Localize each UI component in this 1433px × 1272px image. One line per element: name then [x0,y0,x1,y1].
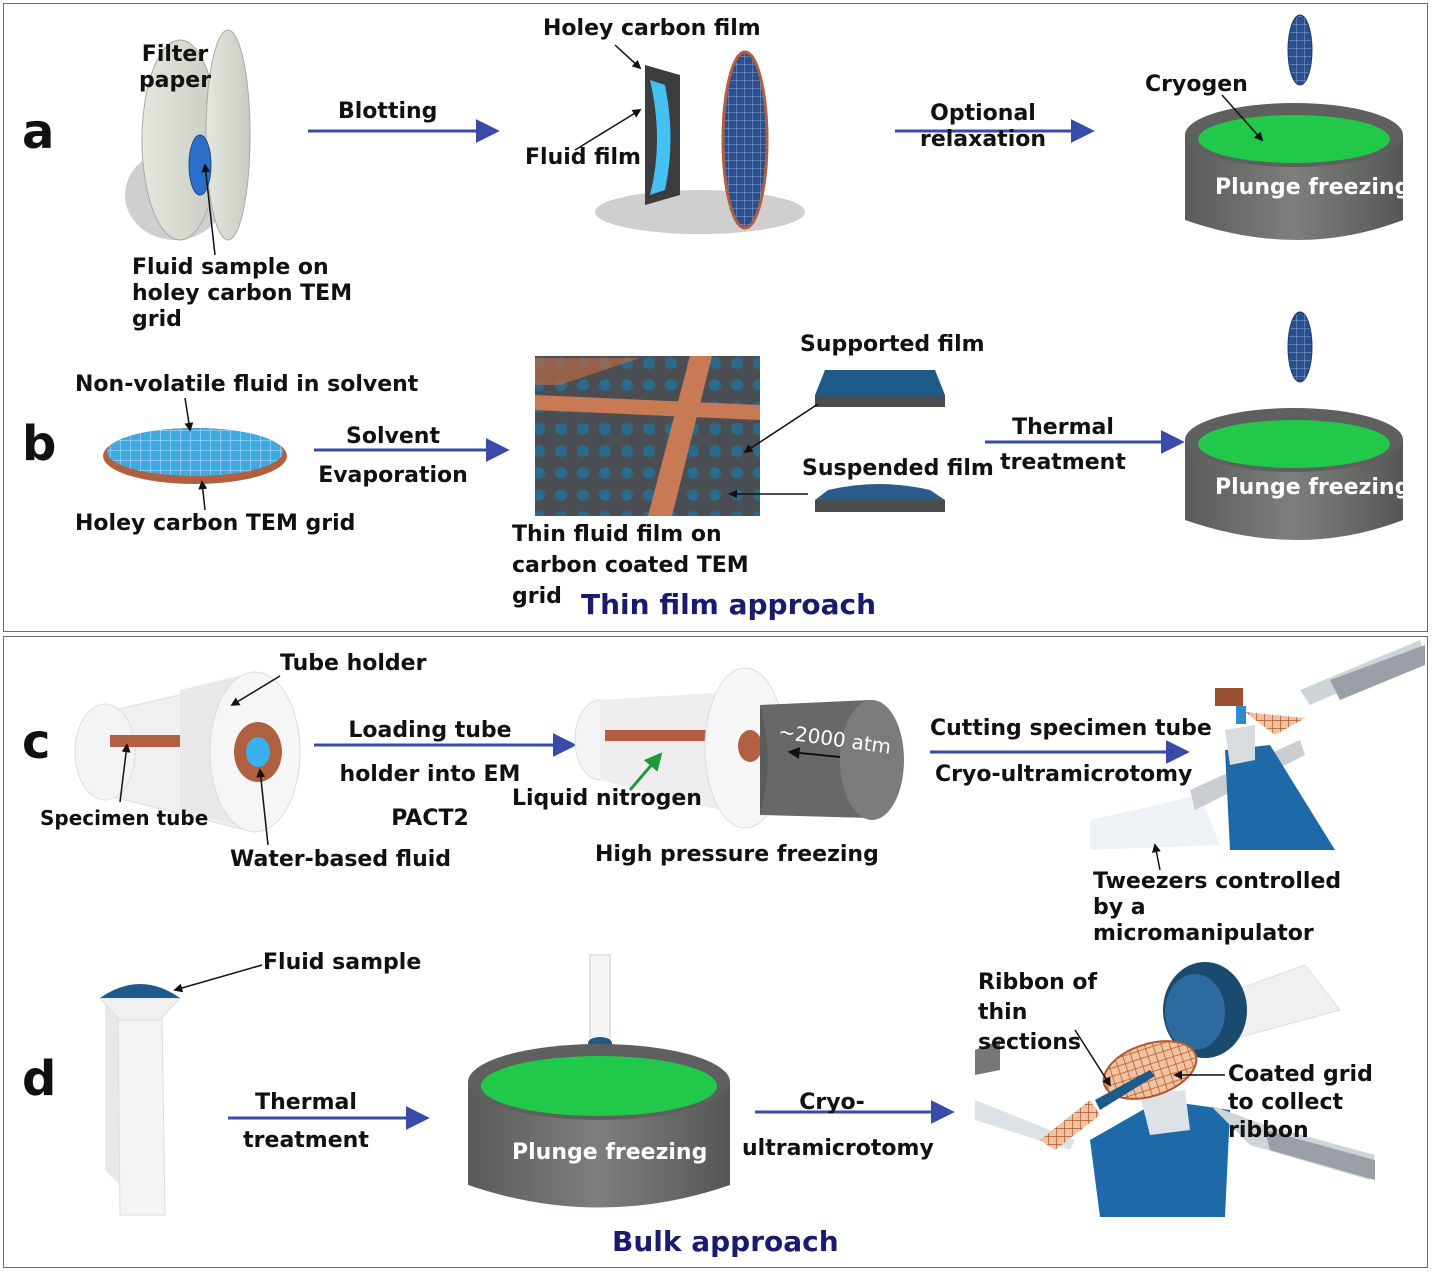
non-volatile-label: Non-volatile fluid in solvent [75,372,419,397]
thin-film-title: Thin film approach [581,588,877,621]
plunge-pot-b [1185,311,1403,540]
water-based-fluid-label: Water-based fluid [230,847,452,872]
bulk-title: Bulk approach [612,1225,839,1258]
thermal-label-d: Thermal treatment [243,1090,369,1153]
fluid-sample-label: Fluid sample on holey carbon TEM grid [132,255,353,332]
plunge-freezing-a: Plunge freezing [1215,175,1411,200]
plunge-pot-a [1185,14,1403,240]
fluid-film-label: Fluid film [525,145,641,170]
high-pressure-assembly [574,667,904,829]
suspended-film-label: Suspended film [802,456,994,481]
cryo-ultramicrotomy-d-label: Cryo- ultramicrotomy [742,1090,934,1161]
panel-letter-d: d [22,1051,57,1107]
blotting-label: Blotting [338,99,438,124]
high-pressure-freezing-label: High pressure freezing [595,842,879,867]
thermal-label-b: Thermal treatment [1000,415,1126,475]
filter-paper-assembly [125,29,251,241]
panel-letter-a: a [22,104,55,160]
liquid-nitrogen-label: Liquid nitrogen [512,786,702,811]
film-blocks [815,370,945,512]
holey-grid-label: Holey carbon TEM grid [75,511,356,536]
tube-holder-label: Tube holder [280,651,427,676]
tem-grid-closeup [535,356,760,516]
thin-fluid-film-label: Thin fluid film on carbon coated TEM gri… [512,522,749,609]
relaxation-label: Optional relaxation [919,101,1047,152]
plunge-pot-d [468,954,730,1208]
cutting-label: Cutting specimen tube [930,716,1212,741]
specimen-tube-label: Specimen tube [40,806,209,830]
filter-paper-label: Filter paper [138,42,212,93]
panel-letter-b: b [22,416,57,472]
tube-holder-c [74,671,301,833]
grid-b [103,428,287,484]
coated-grid-label: Coated grid to collect ribbon [1228,1062,1373,1143]
ultramicrotome-c [1090,640,1425,850]
evaporation-label: Solvent Evaporation [318,424,468,488]
plunge-freezing-b: Plunge freezing [1215,475,1411,500]
fluid-sample-d-label: Fluid sample [263,950,422,975]
fluid-sample-tube [98,984,182,1216]
cryogen-label: Cryogen [1145,72,1248,97]
plunge-freezing-d: Plunge freezing [512,1140,708,1165]
loading-label: Loading tube holder into EM PACT2 [339,718,521,831]
cryo-ultramicrotomy-c-label: Cryo-ultramicrotomy [935,762,1193,787]
supported-film-label: Supported film [800,332,985,357]
tweezers-label: Tweezers controlled by a micromanipulato… [1093,869,1342,946]
panel-letter-c: c [22,714,51,770]
holey-carbon-film-label: Holey carbon film [543,16,761,41]
ribbon-label: Ribbon of thin sections [978,970,1098,1055]
ultramicrotome-d [973,962,1375,1217]
fluid-film-assembly [595,50,805,234]
